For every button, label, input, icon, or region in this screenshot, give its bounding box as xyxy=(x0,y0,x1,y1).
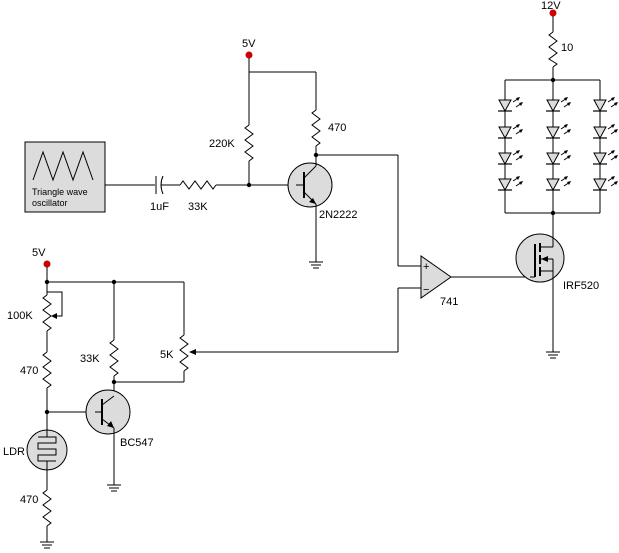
led-1-3 xyxy=(498,150,523,166)
led-1-1 xyxy=(498,97,523,113)
resistor-10-label: 10 xyxy=(561,42,573,54)
led-3-3 xyxy=(593,150,618,166)
resistor-470-lower-label: 470 xyxy=(20,494,38,506)
transistor-2n2222-label: 2N2222 xyxy=(319,209,358,221)
led-2-1 xyxy=(546,97,571,113)
ground-bc547 xyxy=(107,484,121,492)
led-3-2 xyxy=(593,124,618,140)
opamp-plus-label: + xyxy=(423,261,429,273)
led-1-2 xyxy=(498,124,523,140)
resistor-470-upper xyxy=(42,351,52,389)
resistor-470-collector-label: 470 xyxy=(328,122,346,134)
ground-mosfet xyxy=(546,351,560,359)
supply-label-5v-left: 5V xyxy=(32,247,46,259)
ground-2n2222 xyxy=(309,261,323,269)
supply-dot-5v-left xyxy=(43,260,51,268)
opamp-minus-label: − xyxy=(423,284,429,296)
led-array xyxy=(498,80,618,213)
transistor-2n2222 xyxy=(287,160,333,262)
led-2-2 xyxy=(546,124,571,140)
opamp-741: + − xyxy=(420,255,452,299)
potentiometer-5k-label: 5K xyxy=(160,349,174,361)
opamp-741-label: 741 xyxy=(440,296,458,308)
supply-dot-5v-top xyxy=(245,51,253,59)
resistor-100k-label: 100K xyxy=(7,310,33,322)
resistor-220k xyxy=(244,124,254,162)
mosfet-irf520 xyxy=(515,233,565,352)
resistor-33k-bias-label: 33K xyxy=(80,353,100,365)
oscillator-block: Triangle wave oscillator xyxy=(24,141,106,213)
led-1-4 xyxy=(498,176,523,192)
resistor-220k-label: 220K xyxy=(209,138,235,150)
ground-ldr xyxy=(40,541,54,549)
potentiometer-5k xyxy=(179,334,196,372)
transistor-bc547-label: BC547 xyxy=(120,437,154,449)
oscillator-label-line1: Triangle wave xyxy=(32,187,88,197)
transistor-bc547 xyxy=(85,389,131,485)
oscillator-label-line2: oscillator xyxy=(32,198,68,208)
mosfet-irf520-label: IRF520 xyxy=(563,280,599,292)
led-2-4 xyxy=(546,176,571,192)
led-3-1 xyxy=(593,97,618,113)
led-3-4 xyxy=(593,176,618,192)
ldr-label: LDR xyxy=(3,446,25,458)
resistor-33k-series xyxy=(179,180,217,190)
resistor-33k-series-label: 33K xyxy=(188,201,208,213)
resistor-470-collector xyxy=(311,109,321,147)
supply-label-12v: 12V xyxy=(541,0,561,12)
led-2-3 xyxy=(546,150,571,166)
capacitor-1uf-label: 1uF xyxy=(150,201,169,213)
resistor-470-upper-label: 470 xyxy=(20,365,38,377)
resistor-10 xyxy=(548,31,558,68)
resistor-100k-variable xyxy=(42,291,63,332)
supply-dot-12v xyxy=(549,9,557,17)
supply-label-5v-top: 5V xyxy=(242,38,256,50)
ldr-sensor xyxy=(26,429,68,471)
resistor-470-lower xyxy=(42,489,52,527)
resistor-33k-bias xyxy=(109,339,119,377)
